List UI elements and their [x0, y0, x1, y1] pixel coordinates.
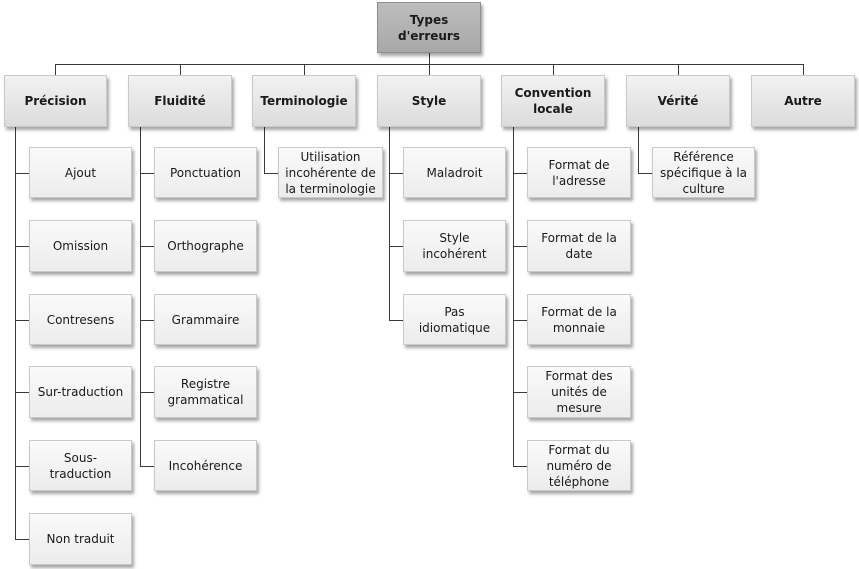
connector-fluidite-up	[180, 64, 181, 75]
category-precision: Précision	[4, 75, 107, 127]
connector-precision-trunk	[15, 127, 16, 539]
connector-convention-2	[513, 246, 527, 247]
connector-style-up	[429, 64, 430, 75]
connector-terminologie-1	[264, 173, 278, 174]
connector-style-1	[389, 173, 403, 174]
connector-precision-1	[15, 173, 29, 174]
convention-item-date: Format de la date	[527, 220, 631, 272]
precision-item-ajout: Ajout	[29, 147, 132, 198]
verite-item-reference-culture: Référence spécifique à la culture	[652, 147, 755, 198]
root-node: Types d'erreurs	[377, 2, 481, 53]
precision-item-omission: Omission	[29, 220, 132, 272]
connector-convention-up	[553, 64, 554, 75]
terminologie-item-utilisation-incoherente: Utilisation incohérente de la terminolog…	[278, 147, 383, 198]
category-fluidite: Fluidité	[128, 75, 232, 127]
convention-item-unites-de-mesure: Format des unités de mesure	[527, 366, 631, 418]
connector-convention-1	[513, 173, 527, 174]
connector-precision-up	[55, 64, 56, 75]
connector-fluidite-5	[140, 466, 154, 467]
category-autre: Autre	[751, 75, 855, 127]
precision-item-sur-traduction: Sur-traduction	[29, 366, 132, 418]
style-item-pas-idiomatique: Pas idiomatique	[403, 294, 506, 345]
connector-convention-5	[513, 466, 527, 467]
connector-fluidite-4	[140, 392, 154, 393]
connector-verite-trunk	[638, 127, 639, 173]
precision-item-sous-traduction: Sous-traduction	[29, 440, 132, 491]
fluidite-item-grammaire: Grammaire	[154, 294, 257, 345]
precision-item-non-traduit: Non traduit	[29, 513, 132, 565]
convention-item-monnaie: Format de la monnaie	[527, 294, 631, 345]
connector-fluidite-trunk	[140, 127, 141, 466]
connector-precision-3	[15, 320, 29, 321]
connector-style-3	[389, 320, 403, 321]
connector-verite-up	[678, 64, 679, 75]
connector-precision-5	[15, 466, 29, 467]
connector-precision-2	[15, 246, 29, 247]
fluidite-item-registre-grammatical: Registre grammatical	[154, 366, 257, 418]
style-item-style-incoherent: Style incohérent	[403, 220, 506, 272]
connector-terminologie-trunk	[264, 127, 265, 173]
fluidite-item-ponctuation: Ponctuation	[154, 147, 257, 198]
category-terminologie: Terminologie	[252, 75, 356, 127]
connector-terminologie-up	[304, 64, 305, 75]
convention-item-numero-de-telephone: Format du numéro de téléphone	[527, 440, 631, 491]
connector-root-down	[429, 53, 430, 64]
connector-style-2	[389, 246, 403, 247]
connector-precision-6	[15, 539, 29, 540]
connector-convention-trunk	[513, 127, 514, 466]
precision-item-contresens: Contresens	[29, 294, 132, 345]
connector-verite-1	[638, 173, 652, 174]
connector-fluidite-1	[140, 173, 154, 174]
fluidite-item-orthographe: Orthographe	[154, 220, 257, 272]
connector-fluidite-3	[140, 320, 154, 321]
connector-precision-4	[15, 392, 29, 393]
connector-fluidite-2	[140, 246, 154, 247]
category-style: Style	[377, 75, 481, 127]
connector-autre-up	[803, 64, 804, 75]
connector-convention-3	[513, 320, 527, 321]
category-convention-locale: Convention locale	[501, 75, 605, 127]
connector-convention-4	[513, 392, 527, 393]
style-item-maladroit: Maladroit	[403, 147, 506, 198]
fluidite-item-incoherence: Incohérence	[154, 440, 257, 491]
convention-item-adresse: Format de l'adresse	[527, 147, 631, 198]
category-verite: Vérité	[626, 75, 730, 127]
connector-style-trunk	[389, 127, 390, 320]
